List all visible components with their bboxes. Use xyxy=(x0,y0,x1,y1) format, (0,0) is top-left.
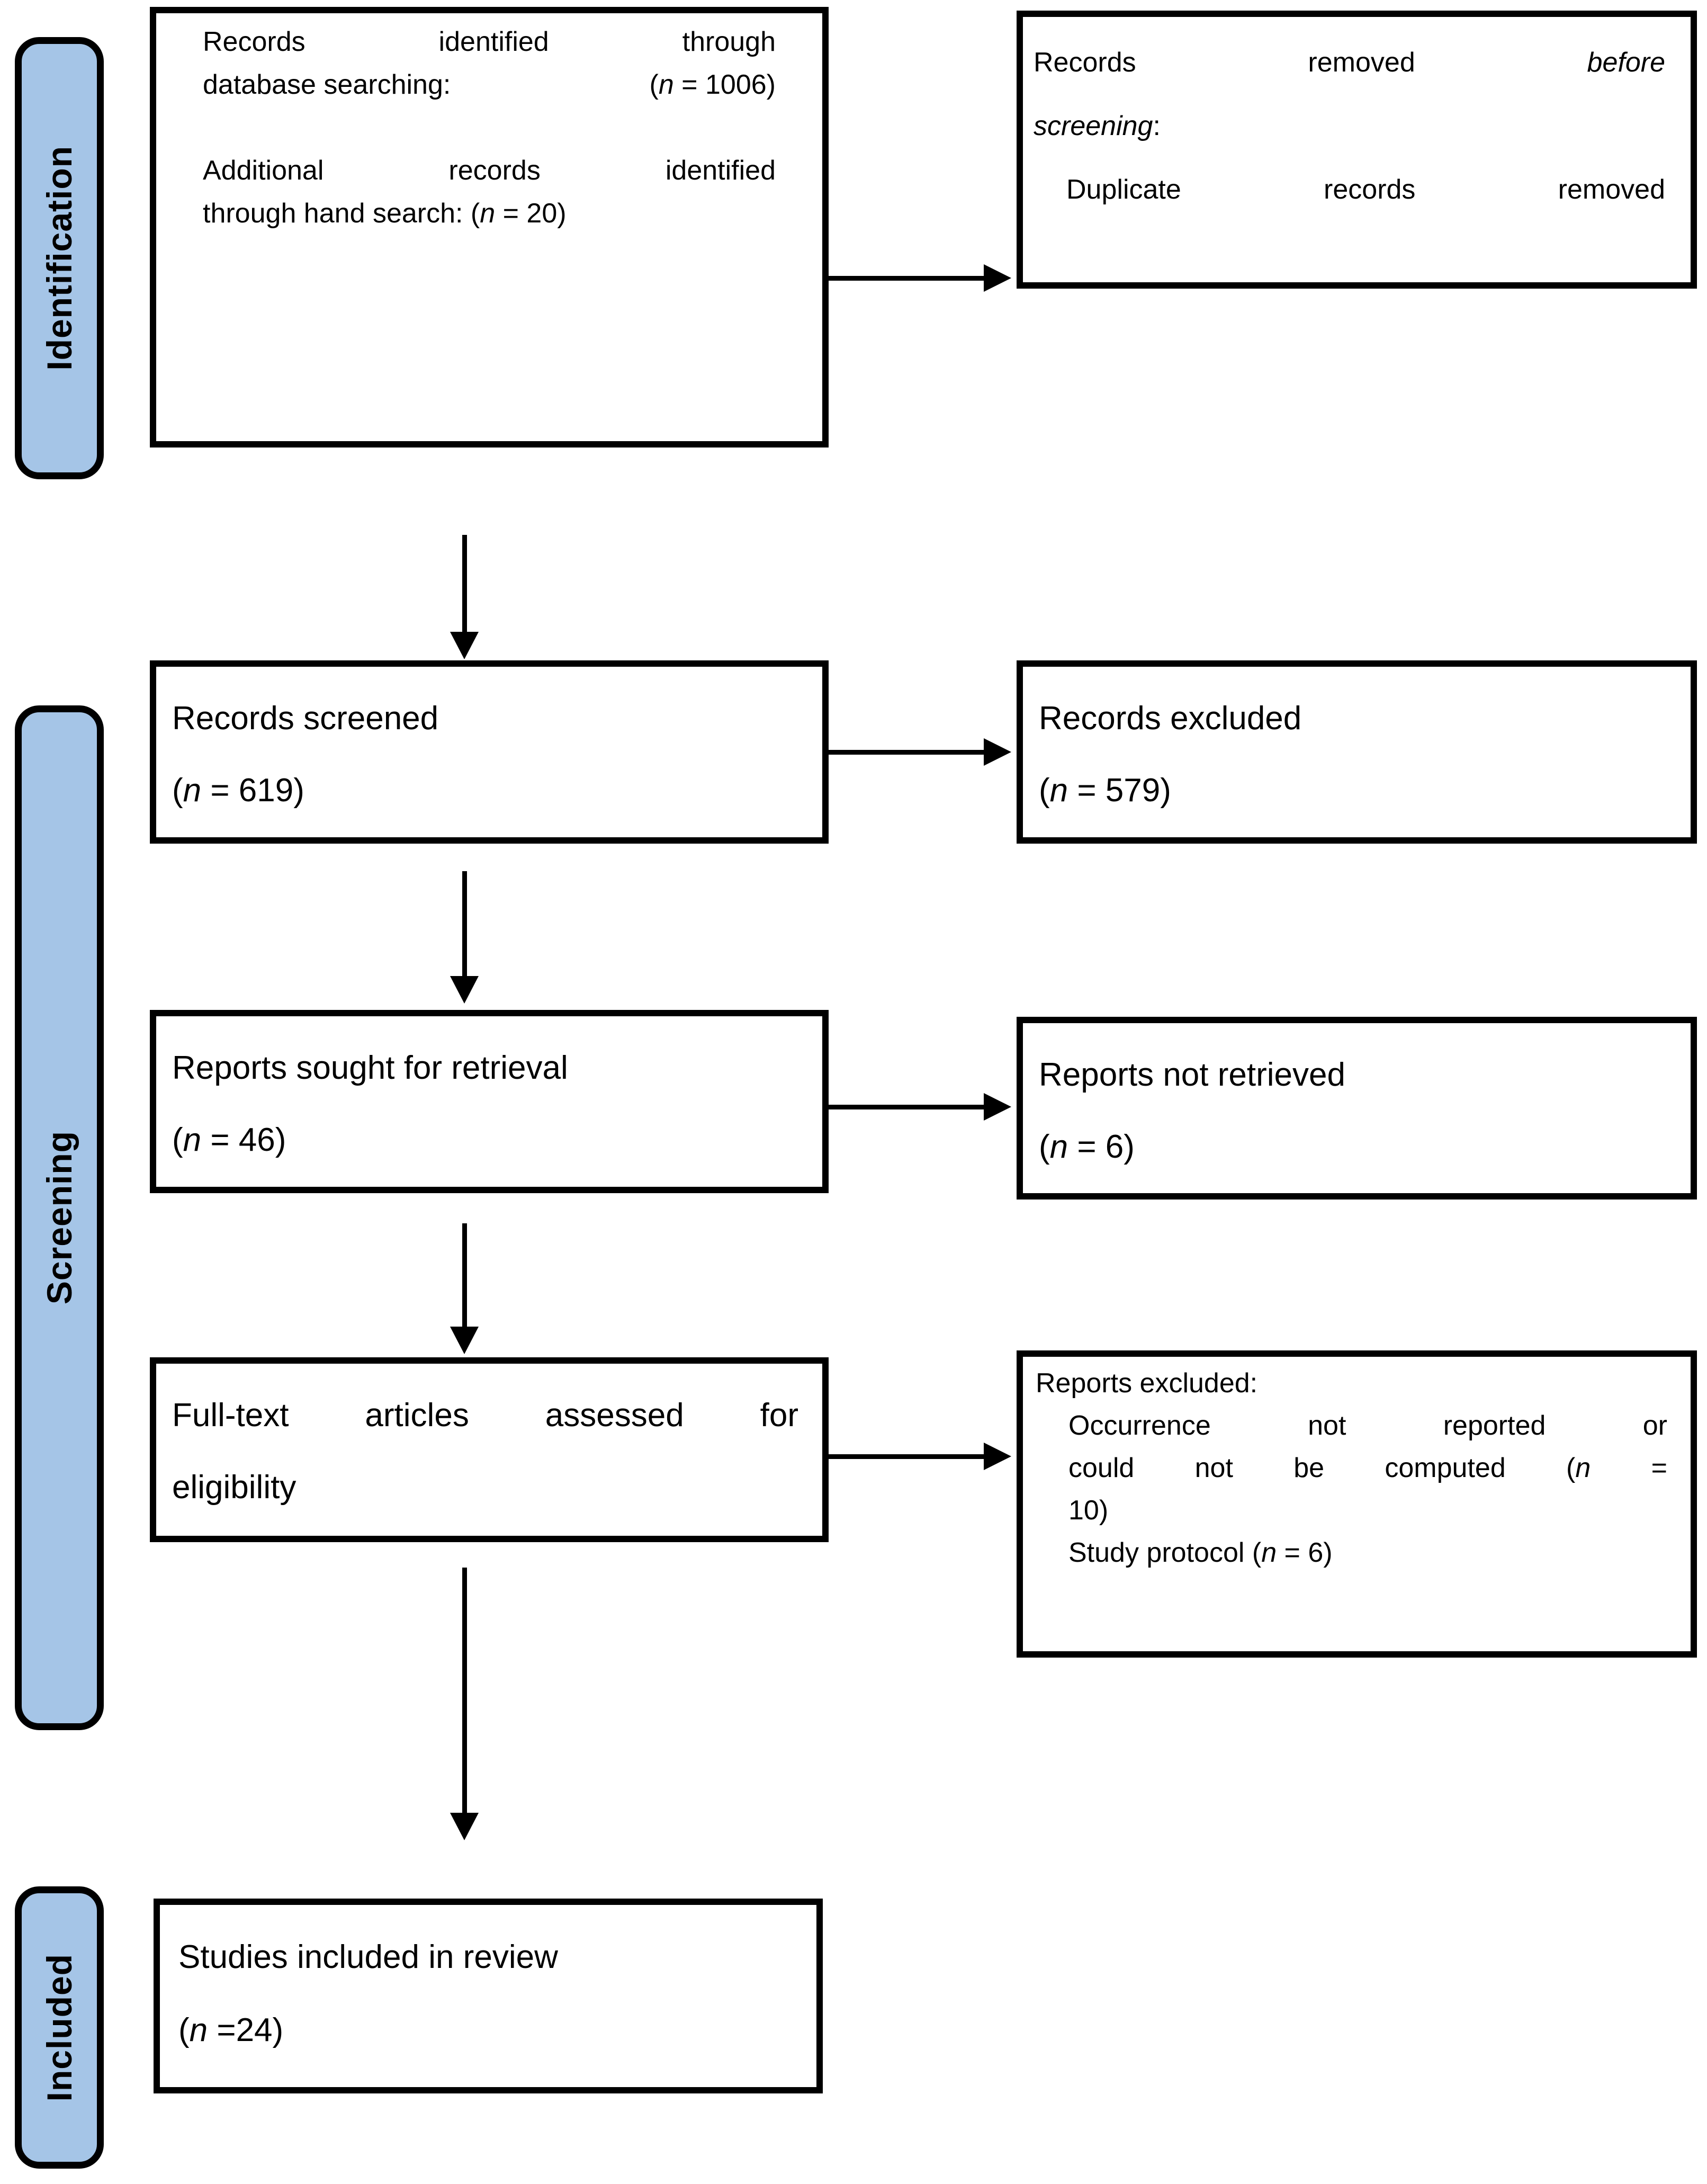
arrow-assessed-to-included-line xyxy=(462,1568,467,1814)
reports-sought-count: (n = 46) xyxy=(172,1122,286,1158)
arrow-identified-to-removed-line xyxy=(826,276,985,281)
reports-excluded-reason2: Study protocol (n = 6) xyxy=(1068,1537,1333,1568)
records-screened-count: (n = 619) xyxy=(172,772,304,809)
reports-not-retrieved-count: (n = 6) xyxy=(1039,1129,1135,1165)
records-removed-reason: Duplicate records removed xyxy=(1066,174,1665,205)
reports-excluded-reason1-line2: could not be computed (n = xyxy=(1068,1453,1667,1483)
studies-included-line1: Studies included in review xyxy=(178,1939,558,1975)
reports-excluded-box: Reports excluded: Occurrence not reporte… xyxy=(1017,1350,1697,1658)
arrow-assessed-to-reportsexcluded-line xyxy=(826,1454,985,1459)
records-screened-line1: Records screened xyxy=(172,700,439,737)
records-identified-box: Records identified through database sear… xyxy=(150,7,829,447)
stage-screening: Screening xyxy=(15,705,104,1730)
arrow-sought-to-assessed-head-icon xyxy=(450,1327,479,1354)
arrow-screened-to-sought-head-icon xyxy=(450,976,479,1004)
stage-included-label: Included xyxy=(40,1953,79,2102)
arrow-screened-to-excluded-line xyxy=(826,750,985,755)
records-excluded-count: (n = 579) xyxy=(1039,772,1171,809)
studies-included-box: Studies included in review (n =24) xyxy=(154,1899,823,2093)
fulltext-assessed-line1: Full-text articles assessed for xyxy=(172,1397,798,1434)
arrow-sought-to-notretrieved-line xyxy=(826,1105,985,1109)
arrow-screened-to-excluded-head-icon xyxy=(984,738,1011,766)
records-identified-line2-text: database searching: xyxy=(203,69,451,100)
reports-sought-box: Reports sought for retrieval (n = 46) xyxy=(150,1010,829,1193)
stage-screening-label: Screening xyxy=(40,1131,79,1305)
arrow-identified-to-screened-line xyxy=(462,535,467,633)
arrow-sought-to-assessed-line xyxy=(462,1223,467,1328)
records-removed-box: Records removed before screening: Duplic… xyxy=(1017,11,1697,289)
reports-excluded-reason1-line1: Occurrence not reported or xyxy=(1068,1410,1667,1441)
paragraph-gap xyxy=(203,106,776,149)
records-identified-line2: database searching: (n = 1006) xyxy=(203,64,776,106)
arrow-assessed-to-reportsexcluded-head-icon xyxy=(984,1443,1011,1470)
fulltext-assessed-box: Full-text articles assessed for eligibil… xyxy=(150,1357,829,1542)
stage-included: Included xyxy=(15,1886,104,2169)
reports-excluded-reason1-line3: 10) xyxy=(1068,1495,1109,1526)
reports-not-retrieved-line1: Reports not retrieved xyxy=(1039,1057,1345,1093)
records-identified-line1: Records identified through xyxy=(203,26,776,57)
arrow-identified-to-screened-head-icon xyxy=(450,632,479,659)
records-identified-line2-count: (n = 1006) xyxy=(649,69,776,100)
reports-sought-line1: Reports sought for retrieval xyxy=(172,1050,568,1086)
fulltext-assessed-line2: eligibility xyxy=(172,1469,297,1506)
records-removed-line1: Records removed before xyxy=(1034,47,1665,78)
records-excluded-box: Records excluded (n = 579) xyxy=(1017,660,1697,844)
arrow-assessed-to-included-head-icon xyxy=(450,1813,479,1840)
arrow-sought-to-notretrieved-head-icon xyxy=(984,1093,1011,1121)
records-screened-box: Records screened (n = 619) xyxy=(150,660,829,844)
records-removed-line2: screening: xyxy=(1034,111,1161,141)
reports-excluded-title: Reports excluded: xyxy=(1036,1368,1258,1399)
records-excluded-line1: Records excluded xyxy=(1039,700,1302,737)
arrow-screened-to-sought-line xyxy=(462,871,467,977)
stage-identification: Identification xyxy=(15,37,104,479)
reports-not-retrieved-box: Reports not retrieved (n = 6) xyxy=(1017,1017,1697,1200)
arrow-identified-to-removed-head-icon xyxy=(984,264,1011,292)
studies-included-count: (n =24) xyxy=(178,2012,284,2048)
records-identified-line3: Additional records identified xyxy=(203,155,776,186)
records-identified-line4: through hand search: (n = 20) xyxy=(203,198,567,229)
stage-identification-label: Identification xyxy=(40,146,79,371)
